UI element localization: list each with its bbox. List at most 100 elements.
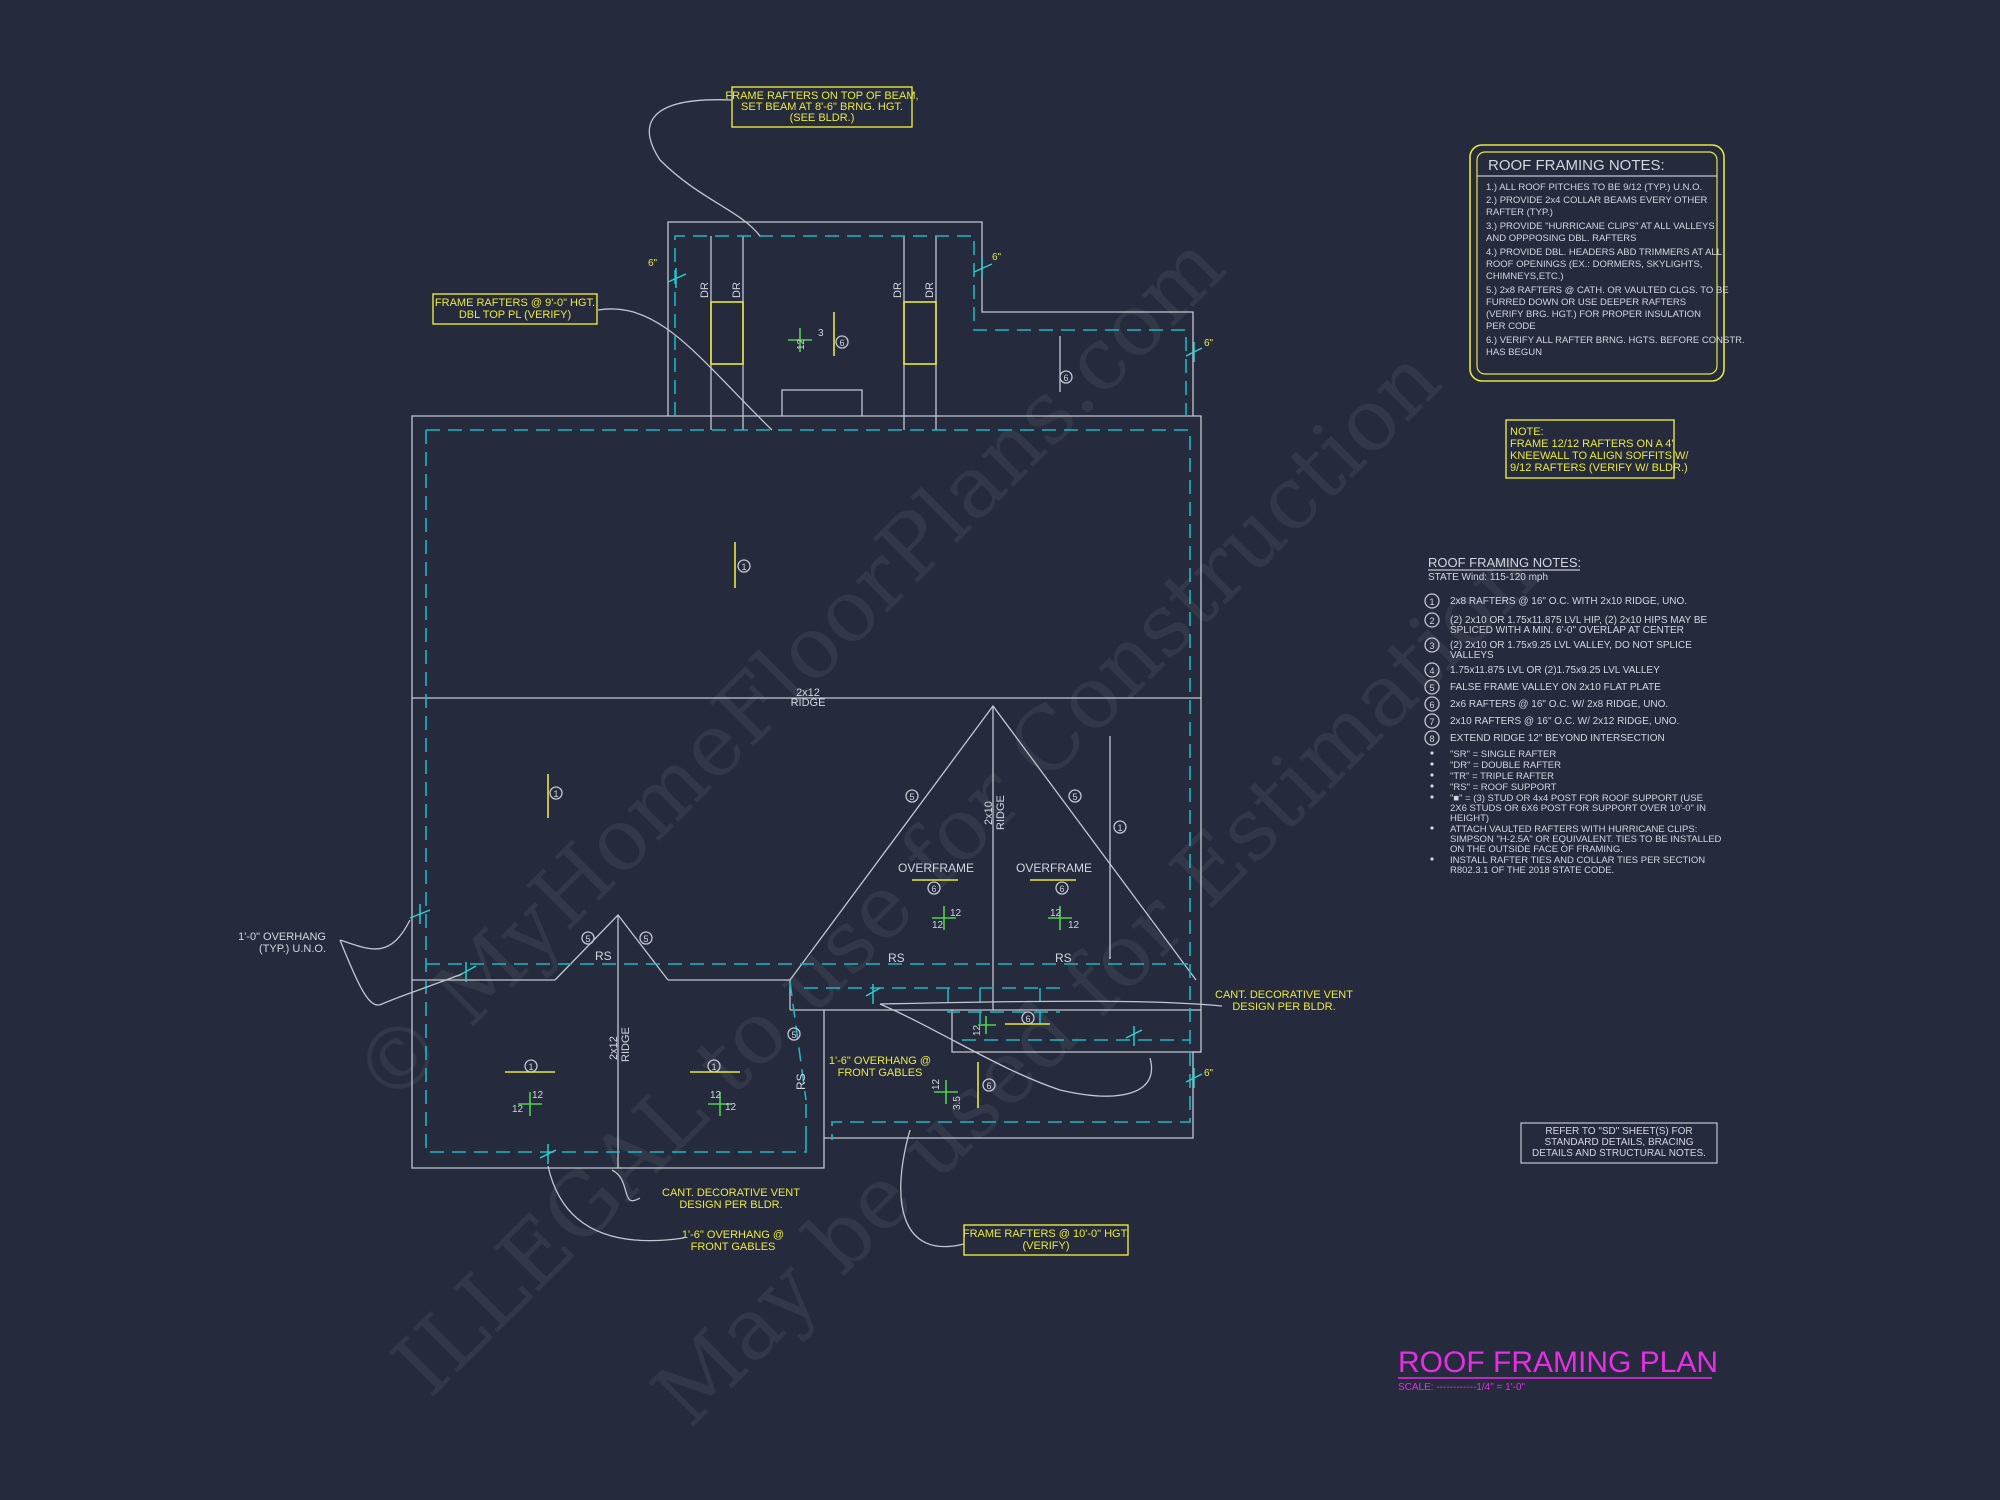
svg-text:6: 6: [986, 1081, 991, 1091]
svg-text:STANDARD DETAILS, BRACING: STANDARD DETAILS, BRACING: [1544, 1137, 1693, 1148]
main-outline: [411, 415, 1202, 1169]
refer-box: REFER TO "SD" SHEET(S) FOR STANDARD DETA…: [1520, 1122, 1718, 1164]
svg-text:6: 6: [1025, 1014, 1030, 1024]
bullet-note: "■" = (3) STUD OR 4x4 POST FOR ROOF SUPP…: [1430, 793, 1706, 824]
svg-text:1'-0" OVERHANG: 1'-0" OVERHANG: [238, 931, 326, 943]
tag-circle: 5: [787, 1027, 801, 1041]
right-bump-outline: [951, 1010, 1201, 1053]
svg-text:DBL TOP PL (VERIFY): DBL TOP PL (VERIFY): [459, 309, 571, 321]
svg-text:6.) VERIFY ALL RAFTER BRNG. HG: 6.) VERIFY ALL RAFTER BRNG. HGTS. BEFORE…: [1486, 335, 1745, 346]
dr-openings: [710, 301, 937, 365]
svg-text:12: 12: [931, 1078, 942, 1090]
dr-label: DR: [892, 282, 904, 298]
svg-text:5.) 2x8 RAFTERS @ CATH. OR VAU: 5.) 2x8 RAFTERS @ CATH. OR VAULTED CLGS.…: [1486, 285, 1729, 296]
numbered-note: 2(2) 2x10 OR 1.75x11.875 LVL HIP, (2) 2x…: [1424, 612, 1707, 636]
svg-text:"RS" = ROOF SUPPORT: "RS" = ROOF SUPPORT: [1450, 782, 1557, 793]
tag-circle: 6: [982, 1078, 996, 1092]
svg-text:1'-6" OVERHANG @: 1'-6" OVERHANG @: [682, 1229, 784, 1241]
svg-text:6": 6": [1204, 338, 1214, 349]
svg-text:FRAME RAFTERS @ 10'-0" HGT.: FRAME RAFTERS @ 10'-0" HGT.: [963, 1228, 1129, 1240]
left-ridge-label: RIDGE: [620, 1027, 632, 1062]
svg-text:1: 1: [553, 789, 558, 799]
tag-circle: 5: [1068, 789, 1082, 803]
ridge-label: RIDGE: [791, 697, 826, 709]
bullet-note: INSTALL RAFTER TIES AND COLLAR TIES PER …: [1430, 855, 1705, 876]
svg-text:4.) PROVIDE DBL. HEADERS ABD T: 4.) PROVIDE DBL. HEADERS ABD TRIMMERS AT…: [1486, 247, 1722, 258]
plan-title: ROOF FRAMING PLAN: [1398, 1346, 1718, 1379]
svg-text:6: 6: [1059, 884, 1064, 894]
left-ridge-size: 2x12: [608, 1036, 620, 1060]
svg-text:FRONT GABLES: FRONT GABLES: [838, 1067, 923, 1079]
svg-text:(SEE BLDR.): (SEE BLDR.): [790, 112, 855, 124]
svg-text:12: 12: [725, 1102, 737, 1113]
svg-text:4: 4: [1429, 666, 1434, 676]
svg-text:1: 1: [741, 562, 746, 572]
rs-label: RS: [794, 1073, 808, 1090]
svg-text:SIMPSON "H-2.5A" OR EQUIVALENT: SIMPSON "H-2.5A" OR EQUIVALENT. TIES TO …: [1450, 834, 1722, 845]
svg-text:6": 6": [1204, 1068, 1214, 1079]
rs-label: RS: [595, 949, 612, 963]
tag-circle: 5: [639, 931, 653, 945]
dr-label: DR: [699, 282, 711, 298]
svg-text:R802.3.1 OF THE 2018 STATE COD: R802.3.1 OF THE 2018 STATE CODE.: [1450, 865, 1614, 876]
roof-outline: [411, 221, 1202, 1169]
tag-circle: 5: [905, 789, 919, 803]
opening-right: [903, 301, 937, 365]
notes-list: ROOF FRAMING NOTES: STATE Wind: 115-120 …: [1424, 555, 1722, 876]
callout-frame-on-beam: FRAME RAFTERS ON TOP OF BEAM, SET BEAM A…: [725, 86, 919, 128]
notes-box: ROOF FRAMING NOTES: 1.) ALL ROOF PITCHES…: [1469, 144, 1745, 382]
svg-text:CANT. DECORATIVE VENT: CANT. DECORATIVE VENT: [1215, 989, 1353, 1001]
rafter-arrows: [505, 312, 1061, 1108]
svg-text:12: 12: [710, 1090, 722, 1101]
chimney-bump: [781, 389, 863, 416]
callout-frame-9ft: FRAME RAFTERS @ 9'-0" HGT. DBL TOP PL (V…: [432, 293, 598, 325]
svg-text:ATTACH VAULTED RAFTERS WITH HU: ATTACH VAULTED RAFTERS WITH HURRICANE CL…: [1450, 824, 1697, 835]
tag-circle: 6: [1055, 881, 1069, 895]
svg-text:6": 6": [992, 252, 1002, 263]
tag-circle: 1: [1113, 820, 1127, 834]
svg-text:HAS BEGUN: HAS BEGUN: [1486, 347, 1542, 358]
callout-frame-10ft: FRAME RAFTERS @ 10'-0" HGT. (VERIFY): [963, 1224, 1129, 1256]
svg-text:2.) PROVIDE 2x4 COLLAR BEAMS E: 2.) PROVIDE 2x4 COLLAR BEAMS EVERY OTHER: [1486, 195, 1708, 206]
wall-dashed-lines: [425, 235, 1191, 1153]
svg-text:RAFTER (TYP.): RAFTER (TYP.): [1486, 207, 1553, 218]
svg-text:2: 2: [1429, 616, 1434, 626]
svg-text:(2) 2x10 OR 1.75x9.25 LVL VALL: (2) 2x10 OR 1.75x9.25 LVL VALLEY, DO NOT…: [1450, 640, 1692, 651]
svg-text:6": 6": [648, 258, 658, 269]
svg-text:2x10 RAFTERS @ 16" O.C. W/ 2x1: 2x10 RAFTERS @ 16" O.C. W/ 2x12 RIDGE, U…: [1450, 716, 1679, 727]
svg-text:3: 3: [818, 328, 824, 339]
center-ridge-label: RIDGE: [995, 795, 1007, 830]
svg-text:KNEEWALL TO ALIGN SOFFITS W/: KNEEWALL TO ALIGN SOFFITS W/: [1510, 450, 1689, 462]
tag-circle: 5: [581, 931, 595, 945]
svg-text:REFER TO "SD" SHEET(S) FOR: REFER TO "SD" SHEET(S) FOR: [1545, 1126, 1692, 1137]
svg-text:DETAILS AND STRUCTURAL NOTES.: DETAILS AND STRUCTURAL NOTES.: [1532, 1148, 1706, 1159]
svg-text:12: 12: [532, 1090, 544, 1101]
opening-left: [710, 301, 744, 365]
svg-text:FRAME RAFTERS @ 9'-0" HGT.: FRAME RAFTERS @ 9'-0" HGT.: [435, 297, 595, 309]
rs-label: RS: [888, 951, 905, 965]
svg-text:SPLICED WITH A MIN. 6'-0" OVER: SPLICED WITH A MIN. 6'-0" OVERLAP AT CEN…: [1450, 625, 1684, 636]
callout-overhang-front-bottom: 1'-6" OVERHANG @ FRONT GABLES: [682, 1229, 784, 1253]
tag-circle: 6: [927, 881, 941, 895]
svg-text:2x8 RAFTERS @ 16" O.C. WITH 2x: 2x8 RAFTERS @ 16" O.C. WITH 2x10 RIDGE, …: [1450, 596, 1687, 607]
tag-circle: 1: [737, 559, 751, 573]
numbered-note: 7 2x10 RAFTERS @ 16" O.C. W/ 2x12 RIDGE, …: [1424, 713, 1679, 729]
callout-cant-vent-right: CANT. DECORATIVE VENT DESIGN PER BLDR.: [1215, 989, 1353, 1013]
svg-text:12: 12: [972, 1024, 983, 1036]
notes-box-title: ROOF FRAMING NOTES:: [1488, 157, 1665, 174]
plan-scale: SCALE: ------------1/4" = 1'-0": [1398, 1382, 1526, 1393]
svg-text:(VERIFY BRG. HGT.) FOR PROPER: (VERIFY BRG. HGT.) FOR PROPER INSULATION: [1486, 309, 1701, 320]
svg-text:DESIGN PER BLDR.: DESIGN PER BLDR.: [679, 1199, 782, 1211]
svg-text:7: 7: [1429, 717, 1434, 727]
svg-text:FURRED DOWN OR USE DEEPER RAFT: FURRED DOWN OR USE DEEPER RAFTERS: [1486, 297, 1686, 308]
svg-text:2X6 STUDS OR 6X6 POST FOR SUPP: 2X6 STUDS OR 6X6 POST FOR SUPPORT OVER 1…: [1450, 803, 1706, 814]
rs-label: RS: [1055, 951, 1072, 965]
svg-text:6: 6: [839, 338, 844, 348]
tag-circle: 6: [835, 335, 849, 349]
